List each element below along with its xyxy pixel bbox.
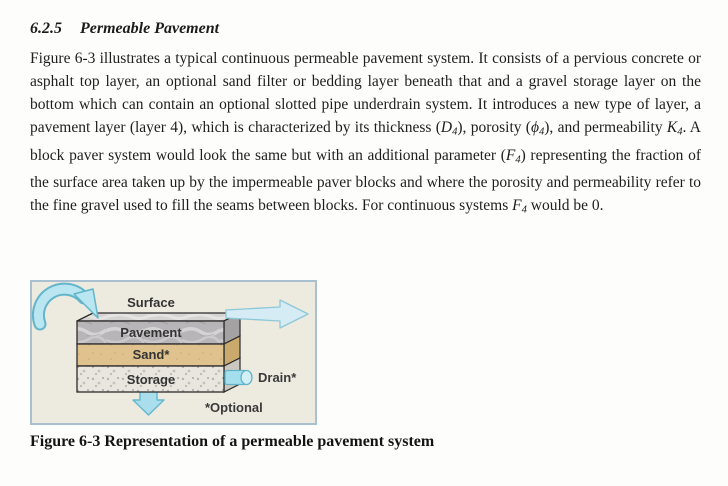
inflow-arrow-icon xyxy=(31,282,99,331)
paragraph-segment: 4 xyxy=(515,154,521,165)
figure-caption: Figure 6-3 Representation of a permeable… xyxy=(30,433,435,450)
paragraph-segment: 4 xyxy=(538,126,545,138)
paragraph-segment: 4 xyxy=(452,126,458,138)
optional-note: *Optional xyxy=(205,400,263,415)
drain-label: Drain* xyxy=(258,370,297,385)
runoff-arrow-icon xyxy=(225,299,309,329)
pavement-label: Pavement xyxy=(120,325,182,340)
paragraph-segment: ϕ xyxy=(530,119,539,137)
surface-label: Surface xyxy=(127,295,175,310)
paragraph-segment: ) representing the fraction of the surfa… xyxy=(30,146,701,215)
paragraph-segment: 4 xyxy=(677,126,683,138)
paragraph-segment: ), porosity ( xyxy=(457,119,531,137)
section-heading: 6.2.5 Permeable Pavement xyxy=(30,20,219,38)
paragraph-segment: would be 0. xyxy=(526,197,604,215)
paragraph-segment: . A block paver system would look the sa… xyxy=(30,119,701,164)
paragraph-segment: 4 xyxy=(521,204,527,216)
storage-layer xyxy=(76,365,225,393)
paragraph-segment: F xyxy=(512,197,522,215)
storage-label: Storage xyxy=(127,372,175,387)
section-title: Permeable Pavement xyxy=(80,20,220,37)
sand-label: Sand* xyxy=(133,347,171,362)
paragraph-segment: K xyxy=(666,119,678,137)
body-paragraph: Figure 6-3 illustrates a typical continu… xyxy=(30,47,701,222)
figure-6-3-diagram: Surface Pavement Sand* Storage Drain* *O… xyxy=(30,280,317,425)
pavement-top-face xyxy=(76,312,241,322)
section-number: 6.2.5 xyxy=(30,20,62,37)
paragraph-segment: D xyxy=(440,119,453,137)
paragraph-segment: F xyxy=(505,146,516,164)
drain-pipe-icon xyxy=(224,369,253,386)
paragraph-segment: Figure 6-3 illustrates a typical continu… xyxy=(30,50,701,137)
paragraph-segment: ), and permeability xyxy=(544,119,667,137)
